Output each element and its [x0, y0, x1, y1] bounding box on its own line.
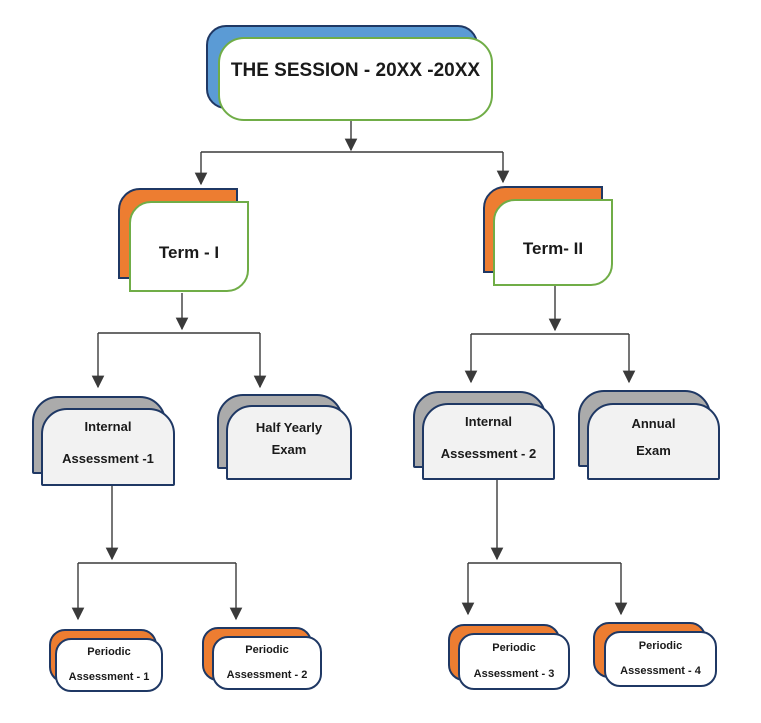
- internal-assessment-1-line1: Internal: [84, 419, 132, 435]
- periodic-assessment-2-node: Periodic Assessment - 2: [202, 627, 322, 690]
- term1-card: Term - I: [129, 201, 249, 292]
- term1-label: Term - I: [158, 243, 220, 263]
- periodic-assessment-3-line2: Assessment - 3: [473, 667, 555, 680]
- periodic-assessment-4-card: Periodic Assessment - 4: [604, 631, 717, 687]
- internal-assessment-2-node: Internal Assessment - 2: [413, 391, 555, 480]
- internal-assessment-2-line2: Assessment - 2: [440, 445, 537, 461]
- annual-exam-line1: Annual: [631, 416, 676, 432]
- session-card: THE SESSION - 20XX -20XX: [218, 37, 493, 121]
- periodic-assessment-4-node: Periodic Assessment - 4: [593, 622, 717, 687]
- half-yearly-exam-line2: Exam: [271, 441, 307, 457]
- half-yearly-exam-card: Half Yearly Exam: [226, 405, 352, 480]
- term1-node: Term - I: [118, 188, 249, 292]
- annual-exam-line2: Exam: [636, 443, 671, 458]
- periodic-assessment-4-line1: Periodic: [638, 639, 683, 652]
- periodic-assessment-4-line2: Assessment - 4: [620, 665, 701, 677]
- periodic-assessment-2-line1: Periodic: [245, 643, 289, 656]
- half-yearly-exam-line1: Half Yearly: [255, 419, 323, 435]
- annual-exam-card: Annual Exam: [587, 403, 720, 480]
- session-node: THE SESSION - 20XX -20XX: [206, 25, 493, 121]
- session-label: THE SESSION - 20XX -20XX: [230, 59, 481, 81]
- periodic-assessment-1-node: Periodic Assessment - 1: [49, 629, 163, 692]
- periodic-assessment-2-card: Periodic Assessment - 2: [212, 636, 322, 690]
- internal-assessment-2-line1: Internal: [465, 413, 512, 429]
- term2-label: Term- II: [522, 239, 584, 259]
- internal-assessment-2-card: Internal Assessment - 2: [422, 403, 555, 480]
- annual-exam-node: Annual Exam: [578, 390, 720, 480]
- periodic-assessment-3-line1: Periodic: [492, 642, 536, 655]
- periodic-assessment-3-node: Periodic Assessment - 3: [448, 624, 570, 690]
- periodic-assessment-2-line2: Assessment - 2: [226, 669, 308, 681]
- internal-assessment-1-node: Internal Assessment -1: [32, 396, 175, 486]
- periodic-assessment-1-card: Periodic Assessment - 1: [55, 638, 163, 692]
- term2-card: Term- II: [493, 199, 613, 286]
- periodic-assessment-1-line1: Periodic: [87, 645, 131, 658]
- periodic-assessment-3-card: Periodic Assessment - 3: [458, 633, 570, 690]
- periodic-assessment-1-line2: Assessment - 1: [68, 671, 150, 683]
- term2-node: Term- II: [483, 186, 613, 286]
- internal-assessment-1-line2: Assessment -1: [62, 451, 154, 466]
- half-yearly-exam-node: Half Yearly Exam: [217, 394, 352, 480]
- internal-assessment-1-card: Internal Assessment -1: [41, 408, 175, 486]
